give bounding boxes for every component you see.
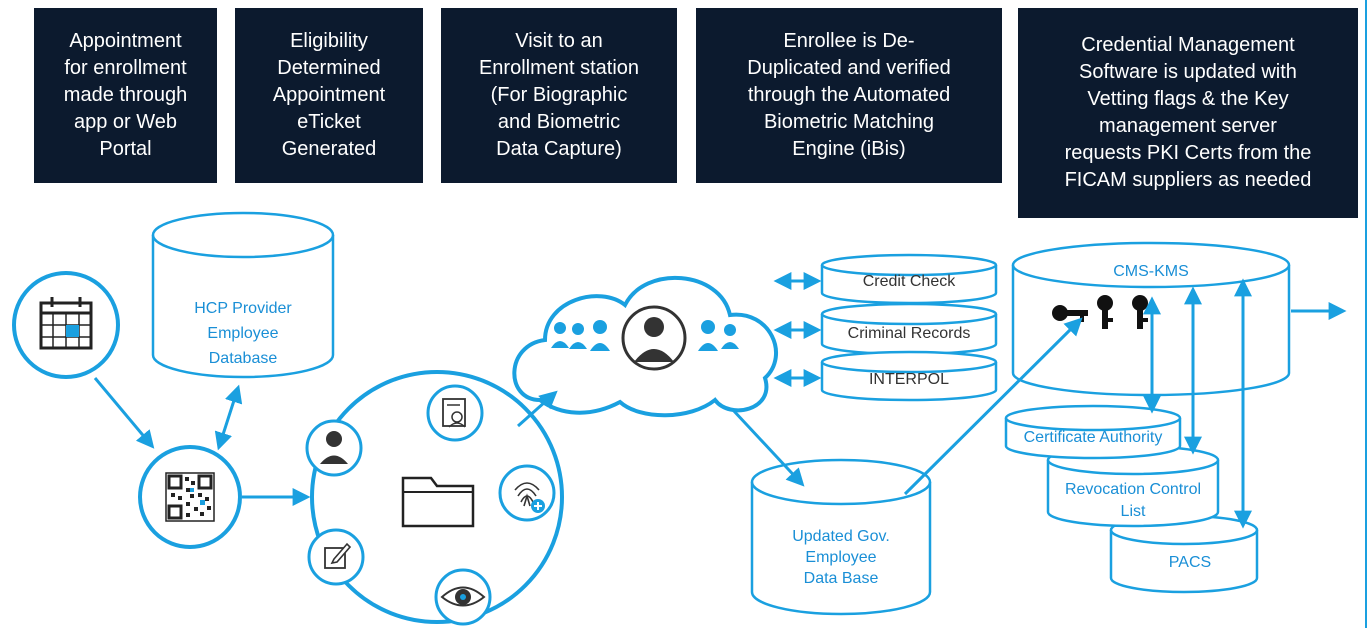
right-edge-line <box>1365 0 1367 628</box>
step-deduplication: Enrollee is De- Duplicated and verified … <box>696 8 1002 183</box>
cloud-icon <box>512 275 778 418</box>
rcl-line2: List <box>1121 503 1146 520</box>
rcl-line1: Revocation Control <box>1065 481 1201 498</box>
calendar-icon <box>12 271 120 379</box>
ca-label: Certificate Authority <box>1024 429 1163 446</box>
person-icon <box>305 419 363 477</box>
fingerprint-icon <box>498 464 556 522</box>
pacs-label: PACS <box>1169 554 1211 571</box>
qr-code-icon <box>138 445 242 549</box>
hcp-database: HCP Provider Employee Database <box>151 211 335 379</box>
step-enrollment-visit: Visit to an Enrollment station (For Biog… <box>441 8 677 183</box>
eye-icon <box>434 568 492 626</box>
flow-arrows <box>93 272 1347 529</box>
step-credential-management: Credential Management Software is update… <box>1018 8 1358 218</box>
step-appointment: Appointment for enrollment made through … <box>34 8 217 183</box>
pacs-database: PACS <box>1109 514 1259 594</box>
certificate-authority-db: Certificate Authority <box>1004 404 1182 460</box>
enrollment-ring <box>310 370 564 624</box>
credit-check-db: Credit Check <box>820 253 998 305</box>
id-document-icon <box>426 384 484 442</box>
credit-check-label: Credit Check <box>863 273 956 290</box>
gov-db-line1: Updated Gov. <box>792 528 890 545</box>
interpol-db: INTERPOL <box>820 350 998 402</box>
folder-icon <box>401 476 475 528</box>
gov-db-line3: Data Base <box>804 570 879 587</box>
gov-employee-database: Updated Gov. Employee Data Base <box>750 458 932 616</box>
step-eligibility: Eligibility Determined Appointment eTick… <box>235 8 423 183</box>
criminal-records-db: Criminal Records <box>820 302 998 356</box>
criminal-records-label: Criminal Records <box>848 325 971 342</box>
gov-db-line2: Employee <box>805 549 876 566</box>
interpol-label: INTERPOL <box>869 371 949 388</box>
cms-kms-label: CMS-KMS <box>1113 263 1189 280</box>
edit-icon <box>307 528 365 586</box>
hcp-db-line3: Database <box>209 350 278 367</box>
hcp-db-line1: HCP Provider <box>194 300 292 317</box>
hcp-db-line2: Employee <box>207 325 278 342</box>
